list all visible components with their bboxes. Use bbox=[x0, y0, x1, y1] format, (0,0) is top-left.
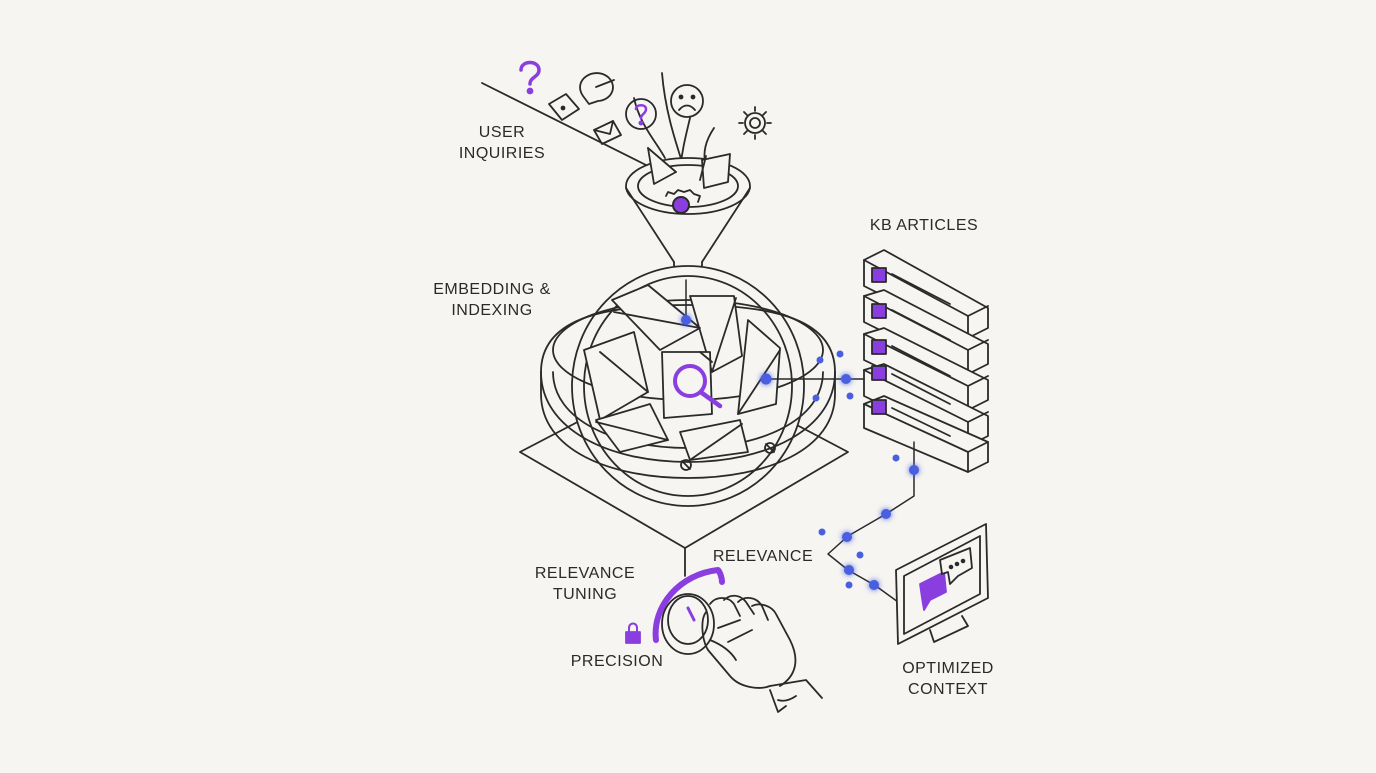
inquiry-stream bbox=[481, 72, 715, 171]
relevance-label: RELEVANCE bbox=[712, 548, 814, 565]
optimized-context-line-2: CONTEXT bbox=[908, 681, 988, 698]
relevance-tuning-label: RELEVANCE TUNING bbox=[530, 563, 640, 605]
optimized-context-label: OPTIMIZED CONTEXT bbox=[894, 658, 1002, 700]
chat-bubbles-icon bbox=[919, 547, 973, 611]
gear-icon bbox=[738, 106, 772, 140]
relevance-dial bbox=[652, 567, 725, 655]
kb-article-1 bbox=[863, 249, 989, 339]
optimized-context-line-1: OPTIMIZED bbox=[902, 660, 994, 677]
precision-label: PRECISION bbox=[570, 653, 664, 670]
kb-articles-label: KB ARTICLES bbox=[869, 217, 979, 234]
lock-icon bbox=[625, 622, 641, 644]
kb-article-4 bbox=[863, 363, 989, 447]
robotic-hand bbox=[701, 594, 823, 713]
magnifier-icon bbox=[673, 364, 723, 409]
embedding-indexing-line-1: EMBEDDING & bbox=[433, 281, 551, 298]
kb-article-3 bbox=[863, 327, 989, 411]
relevance-tuning-line-2: TUNING bbox=[552, 586, 618, 603]
mail-icon bbox=[593, 120, 622, 145]
sad-face-icon bbox=[670, 84, 704, 118]
question-circle-icon bbox=[625, 98, 657, 130]
data-nodes bbox=[681, 315, 919, 590]
document-icon bbox=[548, 93, 580, 121]
intake-funnel bbox=[625, 147, 751, 284]
kb-article-5 bbox=[863, 395, 989, 473]
kb-server-stack bbox=[863, 249, 989, 473]
user-inquiries-label: USER INQUIRIES bbox=[454, 122, 550, 164]
relevance-tuning-line-1: RELEVANCE bbox=[534, 565, 636, 582]
question-icon bbox=[519, 60, 541, 95]
embedding-indexing-label: EMBEDDING & INDEXING bbox=[428, 279, 556, 321]
funnel-gear-node bbox=[672, 196, 690, 214]
chat-bubble-icon bbox=[579, 72, 615, 105]
user-inquiries-line-2: INQUIRIES bbox=[458, 145, 546, 162]
user-inquiries-line-1: USER bbox=[478, 124, 526, 141]
embedding-engine bbox=[540, 265, 836, 507]
embedding-indexing-line-2: INDEXING bbox=[451, 302, 533, 319]
